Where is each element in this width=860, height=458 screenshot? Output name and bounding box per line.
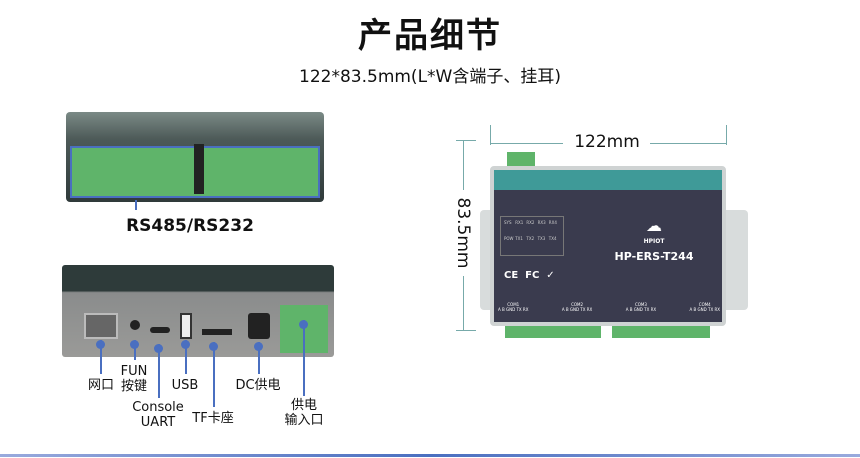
brand-text: HPIOT <box>643 238 665 245</box>
led-label: RX1 <box>515 220 524 225</box>
tf-slot-label: TF卡座 <box>192 411 234 426</box>
rs485-rs232-label: RS485/RS232 <box>126 216 254 236</box>
led-label: SYS <box>504 220 512 225</box>
console-label-line1: Console <box>132 400 184 415</box>
led-label: RX4 <box>548 220 557 225</box>
led-label: TX4 <box>548 236 557 241</box>
width-dimension: 122mm <box>574 132 640 152</box>
page-title: 产品细节 <box>358 16 502 56</box>
dc-power-label: DC供电 <box>235 378 281 393</box>
led-label: TX2 <box>526 236 535 241</box>
bottom-terminal-right <box>612 326 710 338</box>
usb-label: USB <box>171 378 199 393</box>
power-input-label: 供电输入口 <box>283 398 325 428</box>
led-label: TX3 <box>537 236 546 241</box>
console-label-line2: UART <box>140 415 176 430</box>
model-name: HP-ERS-T244 <box>614 250 694 263</box>
device-front-view-photo <box>62 265 334 357</box>
hpiot-logo: ☁HPIOT <box>634 218 674 250</box>
height-dimension: 83.5mm <box>453 190 473 276</box>
dimension-subtitle: 122*83.5mm(L*W含端子、挂耳) <box>299 67 561 87</box>
power-label-line2: 输入口 <box>284 413 324 428</box>
fc-mark: FC <box>525 270 540 281</box>
bottom-divider <box>0 454 860 457</box>
power-label-line1: 供电 <box>290 398 317 413</box>
led-label: RX3 <box>537 220 546 225</box>
bottom-terminal-left <box>505 326 601 338</box>
led-label: TX1 <box>515 236 523 241</box>
ethernet-port <box>84 313 118 339</box>
fun-label-line1: FUN <box>120 364 148 379</box>
fun-label-line2: 按键 <box>120 379 147 394</box>
device-top-view-photo <box>66 112 324 202</box>
certification-marks: CE FC ✓ <box>504 270 555 281</box>
ethernet-port-label: 网口 <box>87 378 114 393</box>
ce-mark: CE <box>504 270 519 281</box>
led-label: POW <box>504 236 514 241</box>
led-label: RX2 <box>526 220 535 225</box>
